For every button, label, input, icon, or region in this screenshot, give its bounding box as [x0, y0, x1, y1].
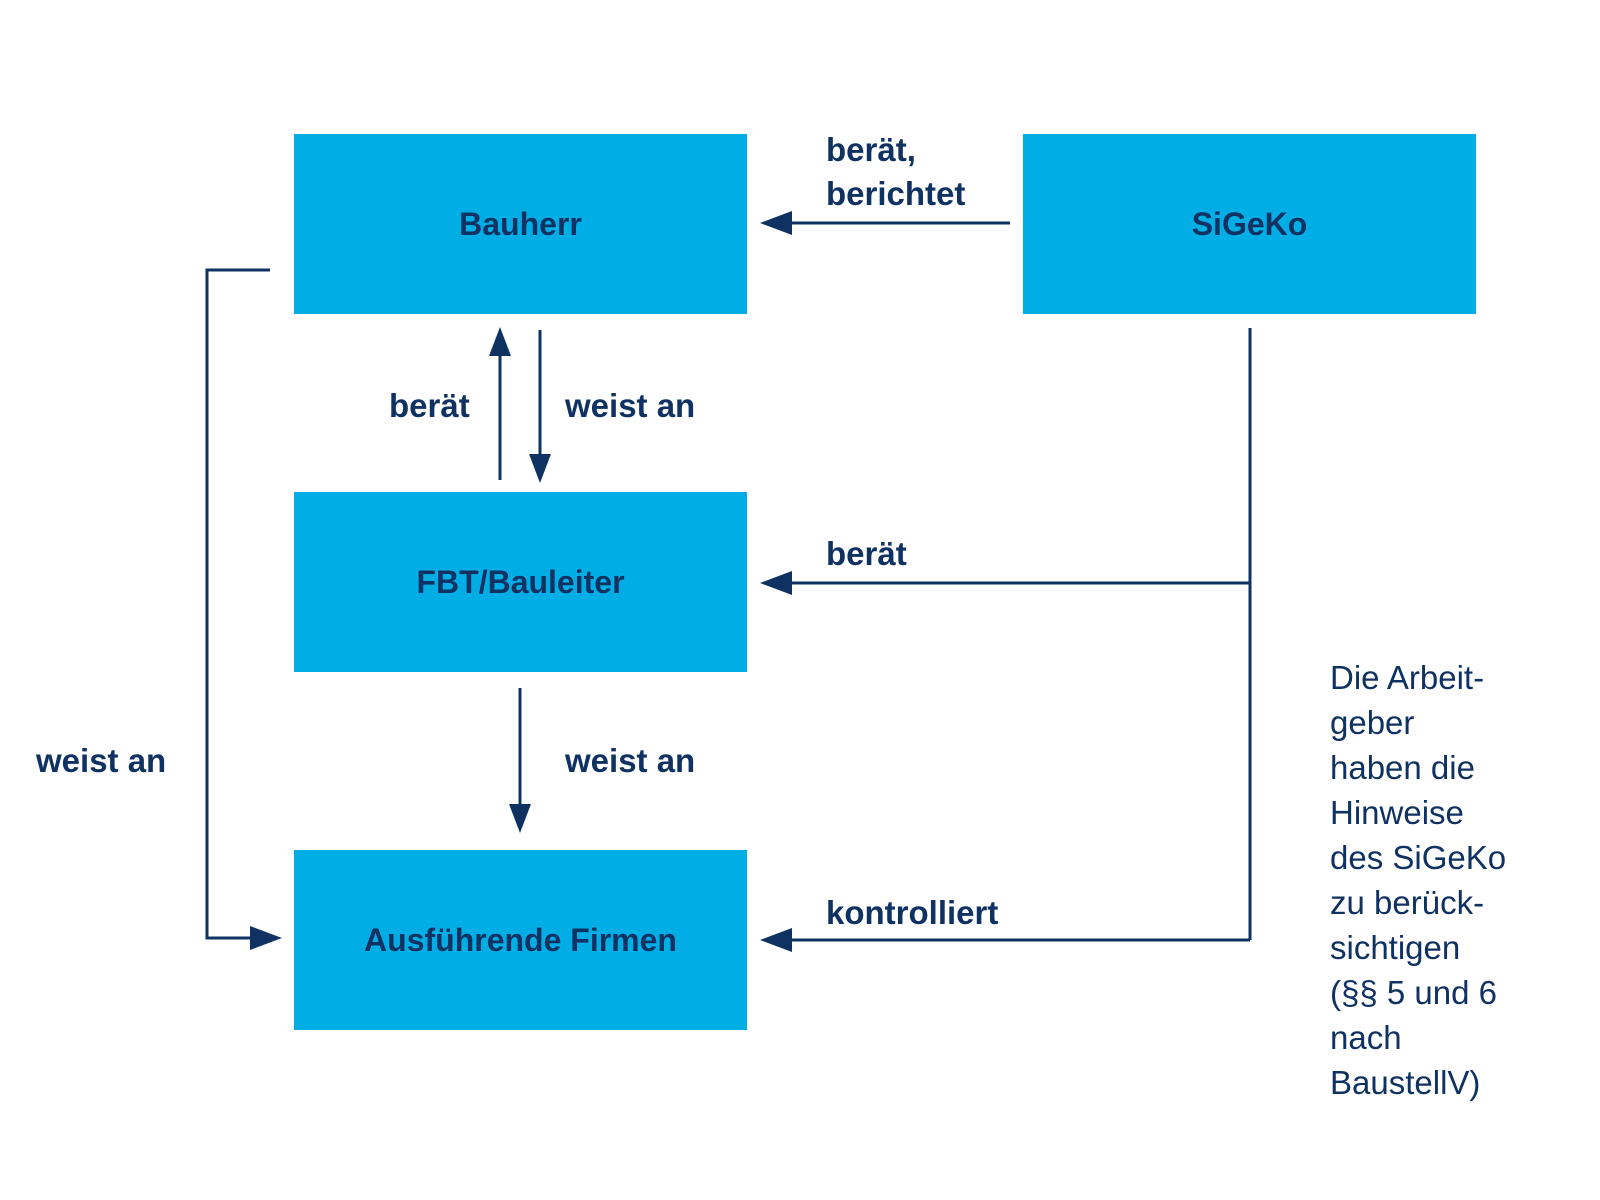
- edge-label-bauherr-firmen: weist an: [36, 742, 167, 779]
- edge-label-sigeko-bauherr-2: berichtet: [826, 175, 966, 212]
- edge-label-sigeko-firmen: kontrolliert: [826, 894, 999, 931]
- node-sigeko: SiGeKo: [1023, 134, 1476, 314]
- edge-label-sigeko-bauherr-1: berät,: [826, 131, 916, 168]
- arrowhead-firmen-top: [509, 804, 531, 833]
- node-bauherr: Bauherr: [294, 134, 747, 314]
- arrowhead-fbt-right: [760, 571, 792, 595]
- note-line: haben die: [1330, 749, 1475, 786]
- note-line: nach: [1330, 1019, 1402, 1056]
- note-line: (§§ 5 und 6: [1330, 974, 1497, 1011]
- node-ausfuehrende-firmen: Ausführende Firmen: [294, 850, 747, 1030]
- node-bauherr-label: Bauherr: [459, 205, 582, 242]
- edge-bauherr-firmen: [205, 268, 270, 940]
- node-fbt-bauleiter: FBT/Bauleiter: [294, 492, 747, 672]
- note-line: Die Arbeit-: [1330, 659, 1485, 696]
- node-ausfuehrende-firmen-label: Ausführende Firmen: [364, 921, 677, 958]
- edge-label-bauherr-fbt: weist an: [565, 387, 696, 424]
- note-line: zu berück-: [1330, 884, 1485, 921]
- side-note: Die Arbeit- geber haben die Hinweise des…: [1330, 655, 1570, 1105]
- note-line: sichtigen: [1330, 929, 1461, 966]
- note-line: des SiGeKo: [1330, 839, 1507, 876]
- arrowhead-bauherr-right: [760, 211, 792, 235]
- note-line: Hinweise: [1330, 794, 1464, 831]
- node-fbt-bauleiter-label: FBT/Bauleiter: [416, 563, 625, 600]
- arrowhead-bauherr-bottom: [489, 327, 511, 356]
- arrowhead-firmen-left: [250, 926, 282, 950]
- edge-label-fbt-firmen: weist an: [565, 742, 696, 779]
- note-line: geber: [1330, 704, 1415, 741]
- note-line: BaustellV): [1330, 1064, 1481, 1101]
- edge-label-fbt-bauherr: berät: [389, 387, 470, 424]
- node-sigeko-label: SiGeKo: [1191, 205, 1308, 242]
- edge-label-sigeko-fbt: berät: [826, 535, 907, 572]
- arrowhead-fbt-top: [529, 454, 551, 483]
- arrowhead-firmen-right: [760, 928, 792, 952]
